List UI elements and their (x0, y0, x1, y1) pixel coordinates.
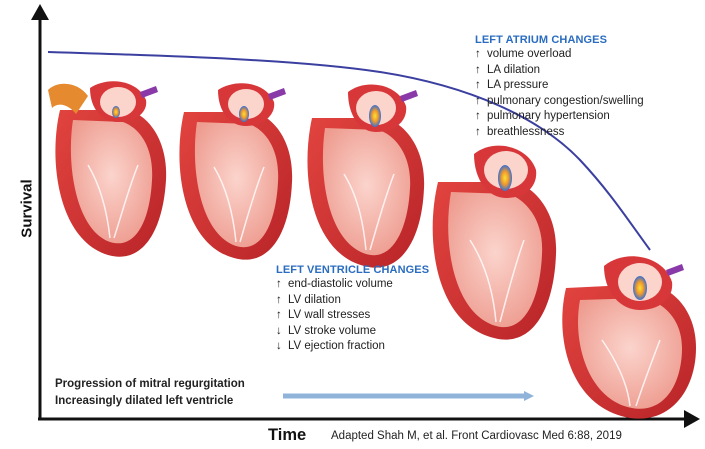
heart-stage-3 (307, 84, 424, 267)
left-atrium-list: ↑volume overload ↑LA dilation ↑LA pressu… (475, 47, 644, 141)
y-axis-arrowhead (31, 4, 49, 20)
left-ventricle-list: ↑end-diastolic volume ↑LV dilation ↑LV w… (276, 277, 393, 355)
heart-stage-1 (48, 81, 166, 256)
left-ventricle-item: ↑LV wall stresses (276, 308, 393, 324)
left-atrium-item: ↑breathlessness (475, 125, 644, 141)
progression-arrow (283, 391, 534, 401)
y-axis-label: Survival (19, 179, 36, 237)
left-ventricle-title: LEFT VENTRICLE CHANGES (276, 264, 429, 276)
x-axis-label: Time (268, 426, 306, 445)
left-atrium-title: LEFT ATRIUM CHANGES (475, 34, 607, 46)
left-atrium-item: ↑pulmonary hypertension (475, 109, 644, 125)
left-ventricle-item: ↓LV ejection fraction (276, 339, 393, 355)
heart-stage-5 (562, 256, 696, 418)
left-atrium-item: ↑LA dilation (475, 63, 644, 79)
progression-line-1: Progression of mitral regurgitation (55, 378, 245, 390)
left-atrium-item: ↑volume overload (475, 47, 644, 63)
heart-stage-4 (433, 146, 556, 340)
left-ventricle-item: ↑end-diastolic volume (276, 277, 393, 293)
progression-line-2: Increasingly dilated left ventricle (55, 395, 233, 407)
left-atrium-item: ↑LA pressure (475, 78, 644, 94)
left-atrium-item: ↑pulmonary congestion/swelling (475, 94, 644, 110)
left-ventricle-item: ↓LV stroke volume (276, 324, 393, 340)
heart-stage-2 (179, 83, 292, 259)
citation: Adapted Shah M, et al. Front Cardiovasc … (331, 430, 622, 442)
x-axis-arrowhead (684, 410, 700, 428)
left-ventricle-item: ↑LV dilation (276, 293, 393, 309)
